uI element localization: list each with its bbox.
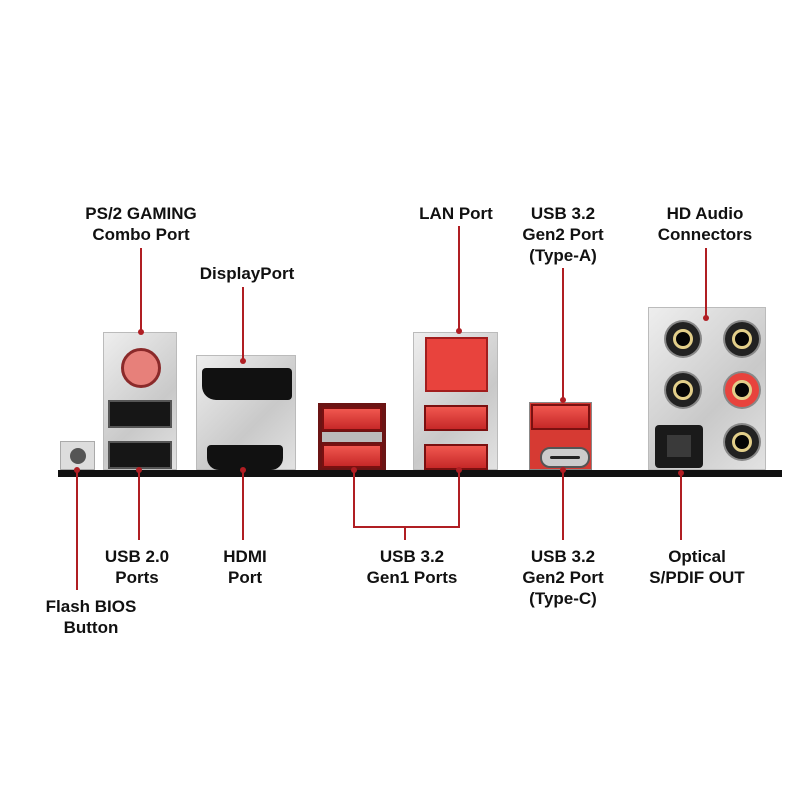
button-cap-icon [70, 448, 86, 464]
callout-line-usb-gen1 [404, 526, 406, 540]
callout-bracket-usb-gen1-right [458, 470, 460, 528]
usb-gen1-port-top [322, 407, 382, 431]
flash-bios-button [60, 441, 95, 470]
hdmi-port [207, 445, 283, 470]
optical-spdif-port [655, 425, 703, 468]
audio-jack [666, 322, 700, 356]
usb-gen1-lan-port-bottom [424, 444, 488, 470]
callout-line-displayport [242, 287, 244, 361]
lan-port [425, 337, 488, 392]
usb-gen1-lan-port-top [424, 405, 488, 431]
usb20-port-bottom [108, 441, 172, 469]
ps2-port [121, 348, 161, 388]
callout-bracket-usb-gen1-left [353, 470, 355, 528]
callout-line-optical [680, 473, 682, 540]
usb20-port-top [108, 400, 172, 428]
usb-gen2-type-c-port [540, 447, 590, 468]
callout-bracket-usb-gen1-bottom [353, 526, 460, 528]
usb-gen1-divider [322, 432, 382, 442]
callout-line-usb-gen2-a [562, 268, 564, 400]
audio-jack [725, 322, 759, 356]
callout-line-flash-bios [76, 470, 78, 590]
callout-line-hdmi [242, 470, 244, 540]
displayport-port [202, 368, 292, 400]
io-shield-bar [58, 470, 782, 477]
audio-jack [666, 373, 700, 407]
usb-gen1-port-bottom [322, 444, 382, 468]
callout-line-usb20 [138, 470, 140, 540]
audio-jack [725, 425, 759, 459]
callout-line-hd-audio [705, 248, 707, 318]
label-displayport: DisplayPort [199, 264, 295, 283]
label-lan-port: LAN Port [419, 204, 493, 223]
callout-line-lan [458, 226, 460, 331]
callout-line-usb-gen2-c [562, 470, 564, 540]
callout-line-ps2 [140, 248, 142, 332]
audio-jack-red [725, 373, 759, 407]
usb-gen2-type-a-port [531, 404, 590, 430]
